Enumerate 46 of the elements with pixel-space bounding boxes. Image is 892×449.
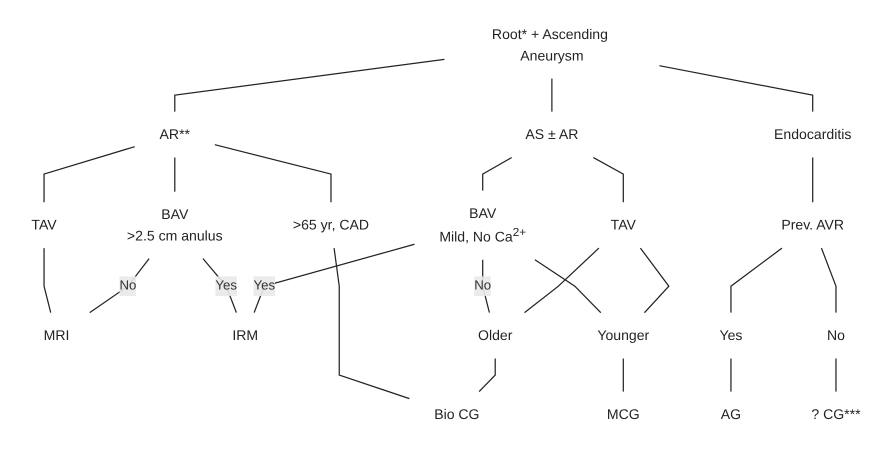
connector [534,259,602,314]
connector [524,248,600,314]
connector [174,157,176,192]
node-text: AR** [160,126,190,142]
node-text: Endocarditis [774,126,852,142]
connector [214,144,332,202]
node-text: BAV >2.5 cm anulus [126,206,223,244]
node-text: No [826,327,845,344]
connector [551,78,552,112]
node-text: AS ± AR [525,126,578,142]
connector [89,258,150,314]
node-text: AG [720,406,742,422]
node-text: MCG [606,406,640,422]
connector [482,156,512,191]
node-text: IRM [232,327,258,344]
connector [730,248,782,313]
node-text: TAV [610,217,636,233]
node-text: Older [478,327,512,344]
node-text: BAV Mild, No Ca$^{2+}$ [439,205,526,244]
edge-label: Yes [254,278,276,293]
connector [640,248,670,314]
node-text: Bio CG [434,406,480,422]
node-text: ? CG*** [811,406,861,422]
node-text: Yes [719,327,742,344]
connector [659,65,814,112]
connector [43,248,52,313]
node-text: Younger [597,327,650,344]
connector [333,248,410,400]
node-text: >65 yr, CAD [292,217,370,233]
node-text: Root* + Ascending Aneurysm [492,26,608,64]
connector [835,358,837,392]
connector [812,157,814,202]
node-text: Prev. AVR [781,217,844,233]
connector [254,244,415,313]
node-text: TAV [31,217,57,233]
node-text: MRI [44,327,70,344]
edge-label: Yes [215,278,237,293]
connector [820,248,837,313]
connector [202,258,237,313]
edge-label: No [120,278,136,293]
connector [622,358,624,392]
connector [43,146,135,202]
connector [174,58,444,112]
edge-label: No [474,278,492,293]
connector [730,358,732,392]
connector [478,358,496,392]
